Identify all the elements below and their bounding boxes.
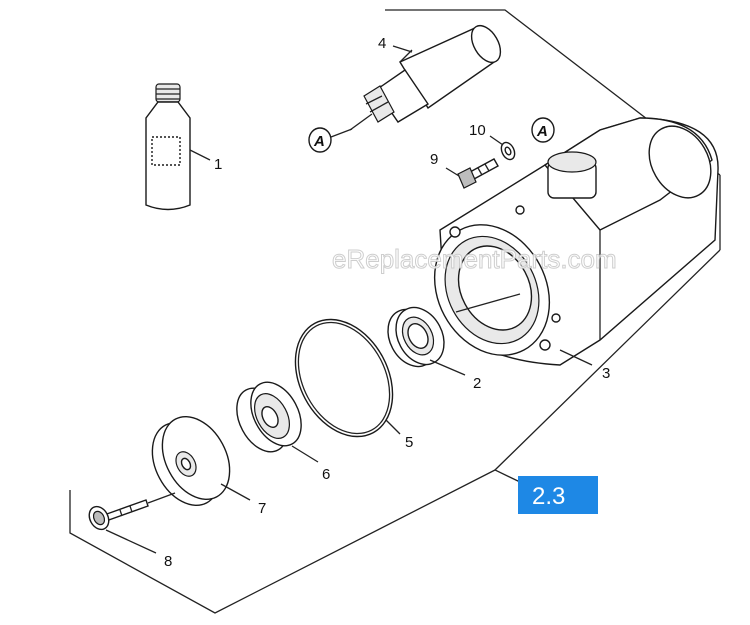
callout-part-5: 5 xyxy=(405,434,413,451)
reference-mark-label: A xyxy=(313,133,325,150)
callout-part-4: 4 xyxy=(378,35,386,52)
sealing-washer[interactable] xyxy=(489,135,517,162)
pump-housing[interactable] xyxy=(412,115,723,375)
callout-part-8: 8 xyxy=(164,553,172,570)
flange-plate[interactable] xyxy=(139,405,251,517)
callout-part-9: 9 xyxy=(430,151,438,168)
radial-seal[interactable] xyxy=(378,299,466,376)
assembly-badge[interactable]: 2.3 xyxy=(518,476,598,514)
reference-mark-a2: A xyxy=(531,117,555,143)
reference-mark-label: A xyxy=(536,123,548,140)
part-callouts: 1 2 3 4 5 6 7 8 9 10 xyxy=(164,35,610,570)
callout-part-10: 10 xyxy=(469,122,486,139)
assembly-badge-label: 2.3 xyxy=(532,483,565,510)
callout-part-7: 7 xyxy=(258,500,266,517)
oil-bottle[interactable] xyxy=(145,83,211,211)
hex-screw[interactable] xyxy=(445,158,499,189)
watermark: eReplacementParts.com xyxy=(332,244,617,274)
callout-part-2: 2 xyxy=(473,375,481,392)
reference-mark-a1: A xyxy=(308,127,353,153)
ball-bearing[interactable] xyxy=(227,374,319,463)
o-ring[interactable] xyxy=(276,303,412,454)
callout-part-6: 6 xyxy=(322,466,330,483)
cartridge[interactable] xyxy=(349,21,506,131)
callout-part-3: 3 xyxy=(602,365,610,382)
flange-screw[interactable] xyxy=(85,492,176,554)
callout-part-1: 1 xyxy=(214,156,222,173)
